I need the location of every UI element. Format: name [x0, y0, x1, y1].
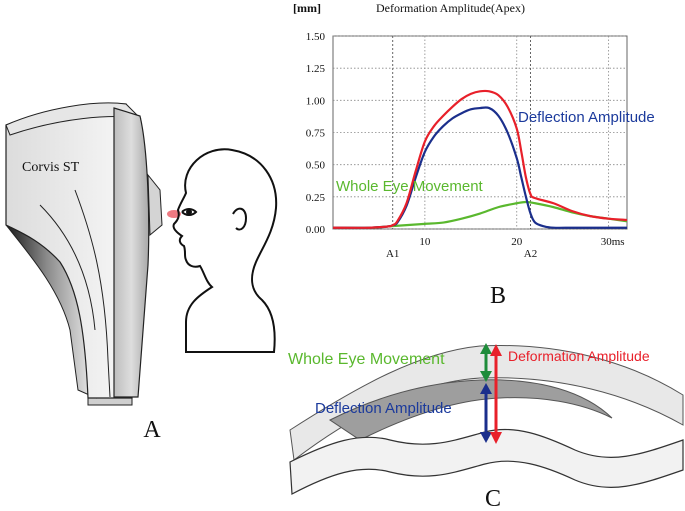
blue-arrow-head-down [480, 432, 492, 443]
device-nozzle [147, 173, 163, 237]
x-tick-label: 30ms [601, 236, 625, 248]
chart-title: Deformation Amplitude(Apex) [376, 1, 525, 15]
panel-b-label: B [490, 283, 506, 309]
corvis-device: Corvis ST [5, 102, 163, 406]
blue-arrow [480, 383, 492, 443]
y-tick-label: 0.25 [306, 192, 326, 204]
annotation-whole-eye: Whole Eye Movement [336, 178, 484, 195]
device-contour-1 [74, 189, 111, 398]
head-profile [172, 148, 278, 353]
displaced-cornea [329, 379, 613, 441]
unit-label: [mm] [293, 1, 321, 15]
device-front-panel [113, 107, 150, 398]
head-outline [172, 148, 278, 353]
red-arrow-head-up [490, 344, 502, 356]
panel-a: Corvis ST A [5, 102, 278, 443]
y-tick-label: 0.50 [306, 160, 326, 172]
x-tick-label: 20 [511, 236, 523, 248]
blue-arrow-head-up [480, 383, 492, 394]
panel-c: Whole Eye Movement Deformation Amplitude… [288, 343, 684, 511]
panel-b: [mm] Deformation Amplitude(Apex) 1.50 1.2… [293, 1, 655, 309]
label-whole-eye-movement: Whole Eye Movement [288, 351, 445, 368]
red-arrow [490, 344, 502, 444]
panel-c-label: C [485, 486, 501, 511]
green-arrow-head-down [480, 371, 492, 382]
deformed-cornea [289, 428, 684, 495]
y-tick-label: 1.50 [306, 31, 326, 43]
green-arrow [480, 343, 492, 382]
label-deformation-amplitude: Deformation Amplitude [508, 348, 650, 364]
chart-series [332, 89, 628, 229]
label-deflection-amplitude: Deflection Amplitude [315, 400, 452, 417]
y-tick-label: 0.75 [306, 128, 326, 140]
x-tick-label: 10 [419, 236, 431, 248]
y-tick-labels: 1.50 1.25 1.00 0.75 0.50 0.25 0.00 [306, 31, 326, 236]
eye [181, 208, 198, 216]
pupil [186, 209, 192, 215]
red-arrow-head-down [490, 432, 502, 444]
x-tick-labels: 10 20 30ms [419, 236, 624, 248]
device-body [5, 103, 133, 399]
y-tick-label: 1.00 [306, 95, 326, 107]
device-contour-2 [39, 204, 96, 331]
green-arrow-head-up [480, 343, 492, 354]
ear [232, 207, 248, 231]
series-deformation-amplitude [332, 89, 628, 229]
device-label: Corvis ST [22, 160, 80, 175]
annotation-deflection: Deflection Amplitude [518, 109, 655, 126]
y-tick-label: 1.25 [306, 63, 326, 75]
panel-a-label: A [143, 417, 161, 443]
event-markers: A1 A2 [386, 36, 537, 260]
chart-grid [332, 35, 628, 230]
marker-label-a2: A2 [524, 248, 537, 260]
y-tick-label: 0.00 [306, 224, 326, 236]
marker-label-a1: A1 [386, 248, 399, 260]
